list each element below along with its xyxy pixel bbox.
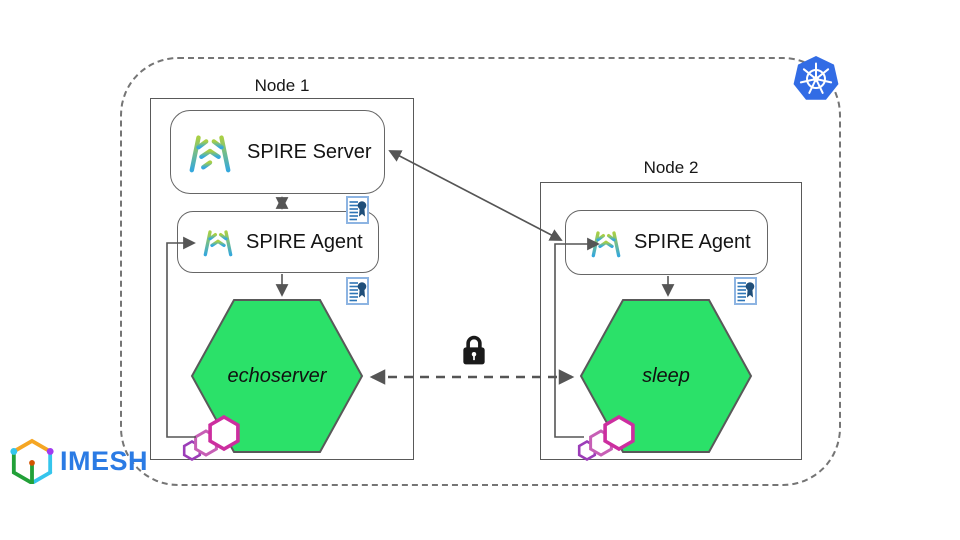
certificate-icon xyxy=(734,277,757,305)
spire-agent2-box: SPIRE Agent xyxy=(565,210,768,275)
spire-logo-icon xyxy=(189,125,231,176)
spire-server-box: SPIRE Server xyxy=(170,110,385,194)
imesh-logo: IMESH xyxy=(10,438,148,484)
workload-echoserver-hexagon: echoserver xyxy=(190,298,364,454)
spire-logo-icon xyxy=(203,223,233,259)
spire-agent1-box: SPIRE Agent xyxy=(177,211,379,273)
cluster-boundary xyxy=(120,57,841,486)
lock-icon xyxy=(463,335,485,365)
certificate-icon xyxy=(346,196,369,224)
node1-label: Node 1 xyxy=(254,76,310,95)
workload-sleep-hexagon: sleep xyxy=(579,298,753,454)
imesh-logo-text: IMESH xyxy=(60,445,149,476)
spiffe-hexagons-icon xyxy=(577,414,635,461)
spiffe-hexagons-icon xyxy=(182,414,240,461)
certificate-icon xyxy=(346,277,369,305)
spire-agent2-label: SPIRE Agent xyxy=(634,231,751,253)
imesh-cube-icon xyxy=(10,438,54,484)
spire-logo-icon xyxy=(591,224,621,259)
workload-sleep-label: sleep xyxy=(642,364,690,387)
spire-agent1-label: SPIRE Agent xyxy=(246,230,363,253)
workload-echoserver-label: echoserver xyxy=(227,364,327,387)
kubernetes-icon xyxy=(793,56,839,100)
spire-server-label: SPIRE Server xyxy=(247,140,372,163)
hexagon-shape xyxy=(579,299,753,453)
hexagon-shape xyxy=(190,299,364,453)
node2-label: Node 2 xyxy=(643,158,699,177)
